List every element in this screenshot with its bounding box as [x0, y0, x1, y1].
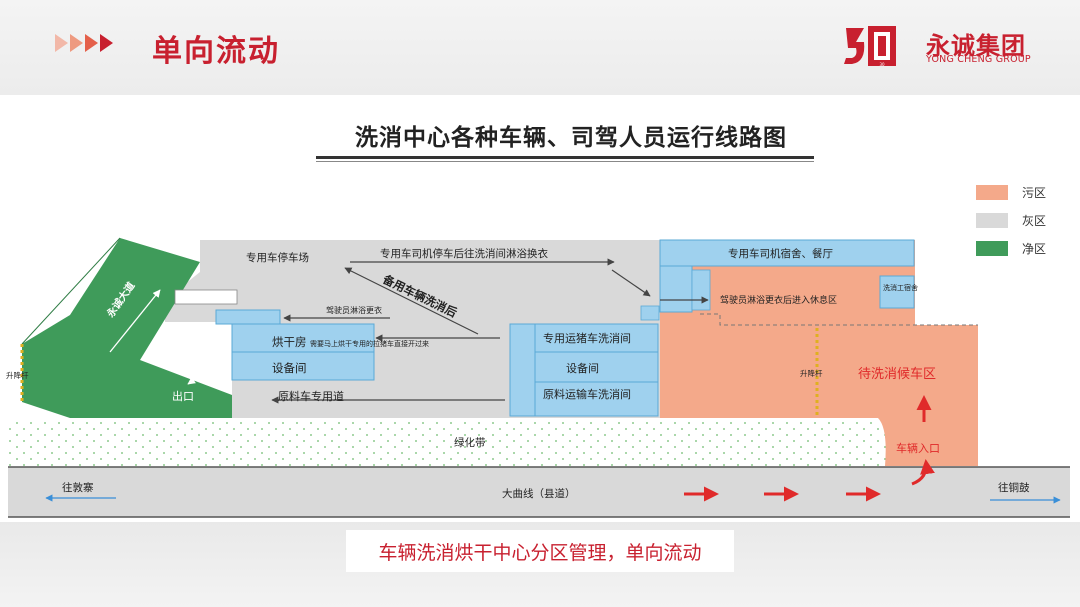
company-name-cn: 永诚集团 [926, 32, 1026, 60]
legend-item-clean: 净区 [976, 234, 1046, 262]
label-drying-note: 需要马上烘干专用的拉猪车直接开过来 [310, 339, 429, 348]
legend-item-dirty: 污区 [976, 178, 1046, 206]
label-barrier-mid: 升降杆 [800, 368, 823, 378]
header-bar [0, 0, 1080, 95]
label-raw-transport-wash: 原料运输车洗消间 [543, 387, 631, 401]
legend-swatch-dirty [976, 184, 1008, 200]
green-belt [8, 418, 886, 466]
label-parking: 专用车停车场 [246, 251, 309, 264]
label-green-belt: 绿化带 [454, 436, 486, 449]
chevron-icon [100, 34, 113, 52]
label-dorm: 专用车司机宿舍、餐厅 [728, 247, 833, 260]
footer-caption: 车辆洗消烘干中心分区管理，单向流动 [346, 530, 734, 572]
label-driver-rest: 驾驶员淋浴更衣后进入休息区 [720, 294, 837, 306]
label-exit: 出口 [172, 389, 194, 403]
chevron-icon [70, 34, 83, 52]
logo-number: 30 [879, 62, 885, 67]
dorm-building [659, 239, 915, 267]
small-hut [174, 289, 238, 305]
route-dashed-line [700, 313, 978, 326]
entry-arrow-curve [911, 459, 935, 486]
anniversary-30-logo: 30 [844, 26, 896, 67]
clean-zone [22, 238, 232, 418]
label-pig-wash: 专用运猪车洗消间 [543, 331, 631, 345]
label-to-east: 往铜鼓 [998, 481, 1030, 494]
chevron-icon [55, 34, 68, 52]
legend-swatch-clean [976, 240, 1008, 256]
label-driver-route: 专用车司机停车后往洗消间淋浴换衣 [380, 247, 548, 260]
label-county-road: 大曲线（县道） [502, 487, 576, 500]
checkpoint-hut [640, 305, 660, 321]
label-equipment-room-1: 设备间 [272, 361, 307, 375]
legend-swatch-gray [976, 212, 1008, 228]
chevron-icon [85, 34, 98, 52]
exit-arrow [187, 359, 223, 385]
label-worker-dorm: 洗消工宿舍 [883, 283, 918, 292]
label-waiting-area: 待洗消候车区 [858, 366, 936, 382]
route-arrow [344, 267, 479, 335]
page-title: 单向流动 [152, 34, 280, 69]
title-underline-thin [316, 161, 814, 162]
label-equipment-room-2: 设备间 [566, 361, 599, 375]
shower-rooms [659, 265, 693, 313]
legend-label: 污区 [1022, 185, 1047, 200]
legend-label: 净区 [1022, 241, 1047, 256]
legend-item-gray: 灰区 [976, 206, 1046, 234]
label-vehicle-entry: 车辆入口 [896, 441, 940, 455]
worker-dorm [879, 275, 915, 309]
legend-label: 灰区 [1022, 213, 1047, 228]
label-drying-room: 烘干房 [272, 335, 307, 349]
chevron-decoration [55, 34, 113, 52]
company-name-en: YONG CHENG GROUP [926, 54, 1031, 65]
label-raw-material-road: 原料车专用道 [278, 389, 344, 403]
clean-route-arrow [109, 289, 161, 353]
clean-zone-edge [21, 237, 121, 345]
label-to-west: 往敦寨 [62, 481, 94, 494]
label-driver-shower: 驾驶员淋浴更衣 [326, 305, 382, 315]
county-road [8, 467, 1070, 517]
route-arrow [611, 269, 651, 297]
shower-building [215, 309, 281, 325]
diagram-title: 洗消中心各种车辆、司驾人员运行线路图 [355, 125, 787, 151]
legend: 污区 灰区 净区 [976, 178, 1046, 262]
label-barrier-left: 升降杆 [6, 370, 29, 380]
title-underline [316, 156, 814, 159]
